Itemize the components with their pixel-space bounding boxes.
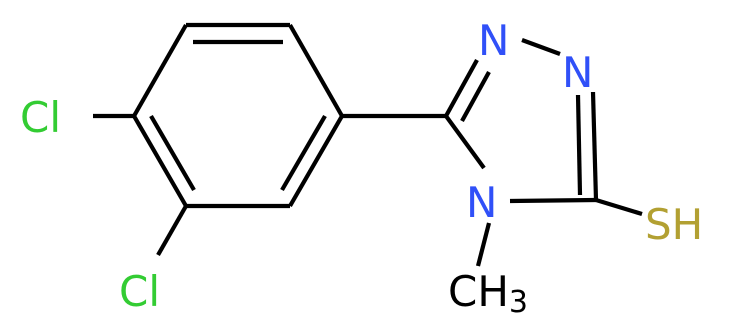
atom-n4-symbol: N (466, 178, 497, 227)
atom-n2-symbol: N (562, 48, 593, 97)
bond-c3-n4 (509, 197, 597, 204)
bond-c5-n1-inner (460, 70, 491, 123)
bond-ring-lower-right-inner (280, 114, 327, 192)
bond-ring-lower-right (288, 114, 344, 208)
atom-cl-bottom: Cl (119, 267, 160, 316)
atom-n4: N (466, 178, 497, 227)
bond-c3-sh (595, 197, 643, 217)
atom-methyl-symbol: CH (448, 267, 509, 316)
atom-cl-top: Cl (20, 93, 61, 142)
bond-n1-n2 (521, 38, 561, 56)
bond-cl-bottom (156, 204, 188, 257)
atom-cl-bottom-symbol: Cl (119, 267, 160, 316)
atom-sh: SH (645, 200, 703, 249)
atom-methyl: CH3 (448, 267, 528, 320)
atom-methyl-subscript: 3 (509, 285, 528, 320)
atom-n1: N (478, 16, 509, 65)
bond-ring-upper-left (132, 23, 188, 118)
bond-n2-c3-inner (575, 94, 583, 196)
bond-n2-c3 (590, 91, 599, 201)
bond-n4-c5 (444, 114, 486, 170)
bond-n4-methyl (475, 222, 492, 267)
benzene-ring (132, 22, 344, 209)
bond-c5-n1 (444, 58, 479, 118)
atom-sh-symbol: SH (645, 200, 703, 249)
bond-ring-lower-left (132, 114, 188, 208)
bond-ring-lower-left-inner (149, 114, 196, 192)
triazole-ring (444, 38, 599, 204)
atom-cl-top-symbol: Cl (20, 93, 61, 142)
bond-ring-upper-right (288, 23, 344, 118)
atom-n2: N (562, 48, 593, 97)
atom-n1-symbol: N (478, 16, 509, 65)
